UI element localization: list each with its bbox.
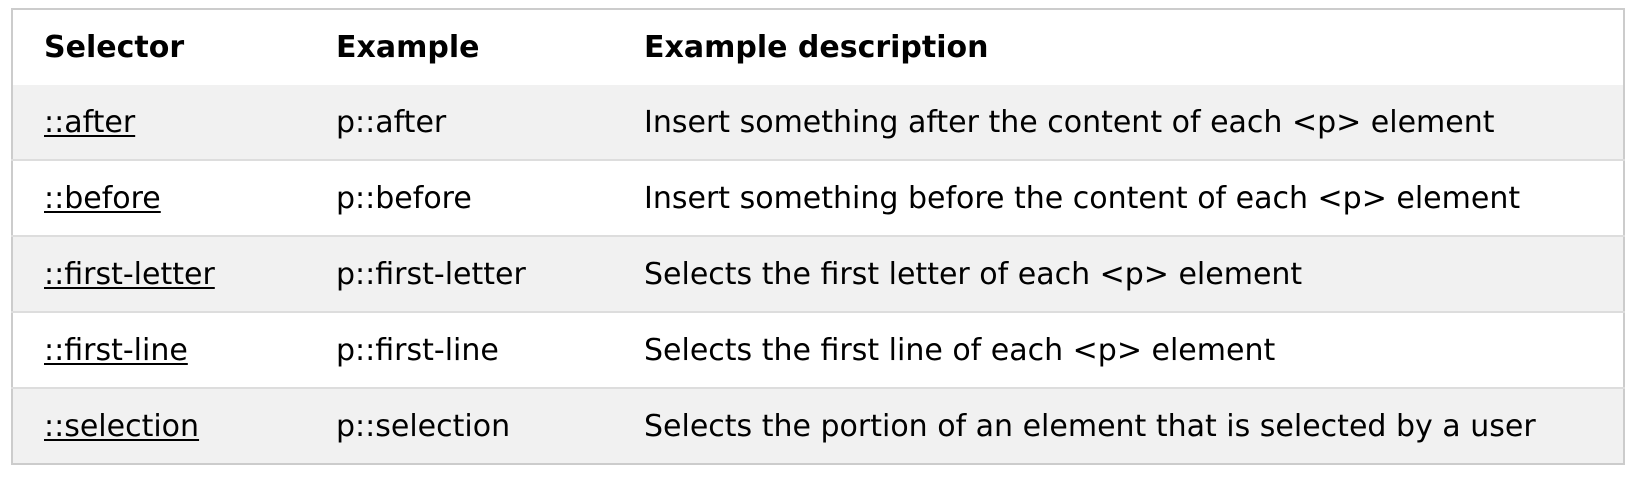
description-cell: Selects the portion of an element that i…	[644, 408, 1536, 444]
table-row: ::first-line p::first-line Selects the f…	[12, 312, 1624, 388]
description-cell: Insert something after the content of ea…	[644, 104, 1495, 140]
example-cell: p::first-line	[336, 332, 499, 368]
selector-link-selection[interactable]: ::selection	[44, 408, 200, 444]
selector-link-first-letter[interactable]: ::first-letter	[44, 256, 215, 292]
selector-cell: ::selection	[12, 388, 305, 464]
selector-cell: ::first-line	[12, 312, 305, 388]
header-example-description: Example description	[644, 30, 989, 65]
table-row: ::selection p::selection Selects the por…	[12, 388, 1624, 464]
selector-link-before[interactable]: ::before	[44, 180, 161, 216]
example-cell: p::after	[336, 104, 447, 140]
reference-table-container: Selector Example Example description ::a…	[11, 8, 1625, 465]
selector-cell: ::before	[12, 160, 305, 236]
description-cell: Selects the first line of each <p> eleme…	[644, 332, 1276, 368]
selector-cell: ::first-letter	[12, 236, 305, 312]
table-row: ::before p::before Insert something befo…	[12, 160, 1624, 236]
header-selector: Selector	[44, 30, 185, 65]
example-cell: p::selection	[336, 408, 511, 444]
selector-link-after[interactable]: ::after	[44, 104, 136, 140]
selector-cell: ::after	[12, 85, 305, 160]
table-header-row: Selector Example Example description	[12, 9, 1624, 85]
example-cell: p::first-letter	[336, 256, 526, 292]
pseudo-elements-table: Selector Example Example description ::a…	[11, 8, 1625, 465]
description-cell: Selects the first letter of each <p> ele…	[644, 256, 1303, 292]
header-example: Example	[336, 30, 480, 65]
table-row: ::first-letter p::first-letter Selects t…	[12, 236, 1624, 312]
example-cell: p::before	[336, 180, 472, 216]
description-cell: Insert something before the content of e…	[644, 180, 1521, 216]
selector-link-first-line[interactable]: ::first-line	[44, 332, 188, 368]
table-row: ::after p::after Insert something after …	[12, 85, 1624, 160]
